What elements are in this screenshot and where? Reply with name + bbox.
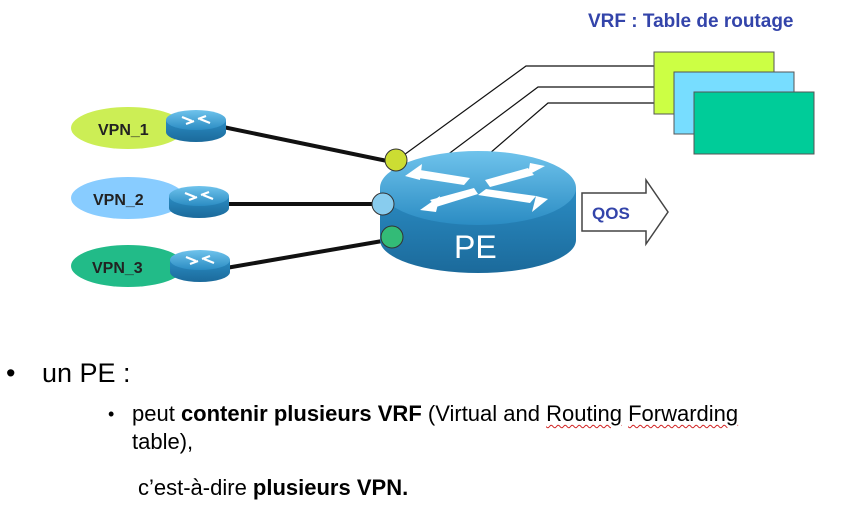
interface-vpn-3 — [380, 225, 404, 249]
vpn-2-cloud — [71, 177, 185, 219]
sub-bullet-dot-icon: • — [108, 404, 115, 424]
bullet-2-bold: contenir plusieurs VRF — [180, 401, 422, 426]
ce-router-2-icon — [169, 186, 229, 218]
bullet-2-text-a: peut — [132, 401, 181, 426]
vpn-1-label: VPN_1 — [98, 122, 149, 139]
bullet-2-line-3-bold: plusieurs VPN. — [252, 475, 409, 500]
ce-router-1-icon — [166, 110, 226, 142]
bullet-dot-icon: • — [6, 358, 16, 388]
pe-label: PE — [454, 229, 497, 265]
pe-router-icon — [380, 151, 576, 273]
interface-vpn-2 — [371, 192, 395, 216]
bullet-1-text: un PE : — [42, 358, 131, 388]
qos-arrow-icon — [581, 177, 669, 247]
bullet-2-line-1: peut contenir plusieurs VRF (Virtual and… — [132, 400, 738, 428]
pe-vrf-diagram: VRF : Table de routage VPN_1 VPN_2 VPN_3 — [71, 11, 815, 287]
vrf-table-3 — [693, 91, 815, 155]
interface-vpn-1 — [384, 148, 408, 172]
vpn-2-label: VPN_2 — [93, 192, 144, 209]
ce-router-3-icon — [170, 250, 230, 282]
bullet-2-text-b: (Virtual and — [421, 401, 547, 426]
vpn-1-cloud — [71, 107, 185, 149]
ce-pe-links — [222, 125, 393, 270]
vpn-3-cloud — [71, 245, 185, 287]
bullet-2-line-2: table), — [132, 429, 194, 454]
bullet-2-line-3-text: c’est-à-dire — [138, 475, 253, 500]
bullet-2-forwarding: Forwarding — [628, 401, 739, 426]
bullet-list: • un PE : • peut contenir plusieurs VRF … — [0, 350, 865, 521]
vpn-3-label: VPN_3 — [92, 260, 143, 277]
bullet-2-line-3: c’est-à-dire plusieurs VPN. — [138, 474, 408, 502]
vrf-title: VRF : Table de routage — [588, 11, 794, 32]
qos-label: QOS — [592, 204, 630, 223]
bullet-2-routing: Routing — [546, 401, 622, 426]
